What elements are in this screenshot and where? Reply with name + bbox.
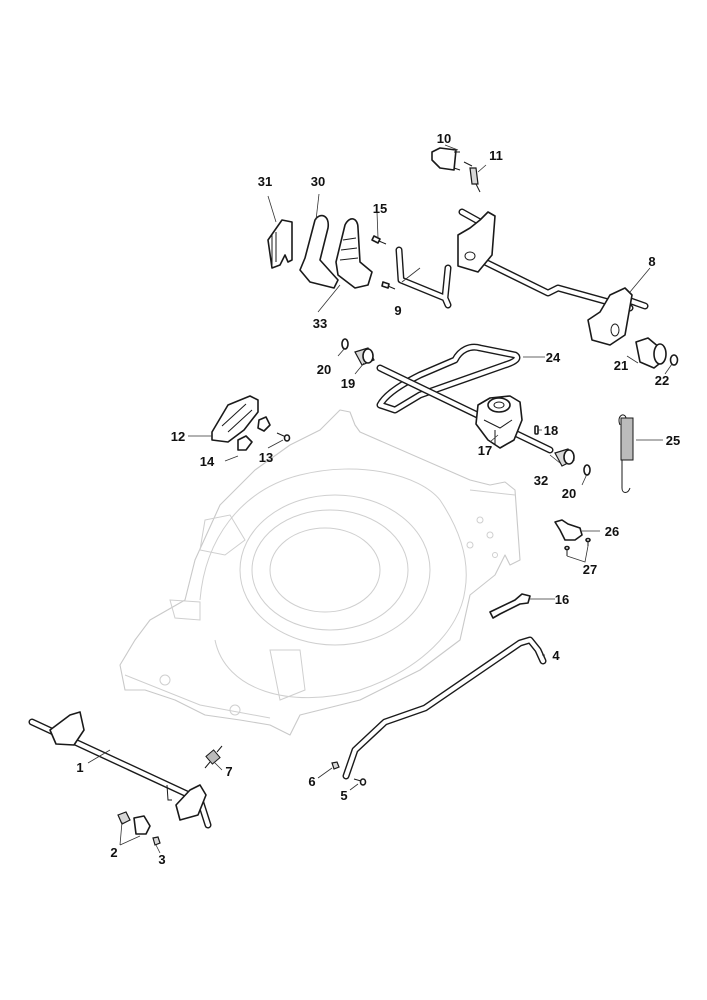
callout-19: 19 xyxy=(341,376,355,391)
callout-17: 17 xyxy=(478,443,492,458)
part-2-clips xyxy=(117,811,151,835)
part-3-screw xyxy=(152,836,161,846)
callout-18: 18 xyxy=(544,423,558,438)
callout-26: 26 xyxy=(605,524,619,539)
part-5-bolt xyxy=(353,778,367,786)
part-27-screws xyxy=(564,537,591,556)
part-8-rear-axle xyxy=(457,208,649,346)
part-19-gear xyxy=(354,347,375,366)
part-13-clip xyxy=(257,416,271,432)
part-22-washer xyxy=(669,354,679,366)
callout-3: 3 xyxy=(158,852,165,867)
part-15-screws xyxy=(371,235,396,290)
callout-22: 22 xyxy=(655,373,669,388)
part-18-pin xyxy=(534,425,539,435)
part-26-bracket xyxy=(554,519,583,541)
part-24-drive-cable xyxy=(376,343,554,454)
callout-4: 4 xyxy=(552,648,560,663)
leader-lines xyxy=(87,144,673,854)
part-21-hub xyxy=(635,337,667,369)
callout-33: 33 xyxy=(313,316,327,331)
callout-24: 24 xyxy=(546,350,561,365)
mower-deck xyxy=(119,409,521,736)
callout-16: 16 xyxy=(555,592,569,607)
callout-9: 9 xyxy=(394,303,401,318)
callout-5: 5 xyxy=(340,788,347,803)
part-31-bracket xyxy=(267,219,293,269)
part-6-nut xyxy=(331,761,340,770)
part-1-front-axle xyxy=(28,711,212,829)
part-25-spring xyxy=(618,414,634,493)
callout-12: 12 xyxy=(171,429,185,444)
part-10-clip xyxy=(431,147,461,171)
callout-labels: 1 2 3 4 5 6 7 8 9 10 11 12 13 14 15 16 1… xyxy=(76,131,680,867)
part-20-washer-left xyxy=(341,338,349,350)
callout-30: 30 xyxy=(311,174,325,189)
part-33-handle-cover xyxy=(335,218,373,289)
callout-21: 21 xyxy=(614,358,628,373)
callout-10: 10 xyxy=(437,131,451,146)
callout-20-right: 20 xyxy=(562,486,576,501)
part-13-screw xyxy=(276,432,291,442)
callout-32: 32 xyxy=(534,473,548,488)
part-7-spring xyxy=(204,745,223,769)
part-20-washer-right xyxy=(583,464,591,476)
part-17-gearbox xyxy=(475,395,523,449)
callout-13: 13 xyxy=(259,450,273,465)
callout-14: 14 xyxy=(200,454,215,469)
callout-6: 6 xyxy=(308,774,315,789)
callout-31: 31 xyxy=(258,174,272,189)
callout-2: 2 xyxy=(110,845,117,860)
callout-7: 7 xyxy=(225,764,232,779)
callout-25: 25 xyxy=(666,433,680,448)
part-9-rod xyxy=(395,246,452,309)
part-14-clip xyxy=(237,435,253,451)
part-16-clip xyxy=(489,593,531,619)
part-32-bearing xyxy=(554,448,575,467)
part-30-handle-cover xyxy=(299,214,339,289)
part-4-rod xyxy=(342,636,547,780)
callout-20-left: 20 xyxy=(317,362,331,377)
part-11-spring xyxy=(463,161,481,193)
callout-27: 27 xyxy=(583,562,597,577)
callout-11: 11 xyxy=(489,148,503,163)
callout-15: 15 xyxy=(373,201,387,216)
callout-1: 1 xyxy=(76,760,83,775)
part-12-cover xyxy=(211,395,259,443)
callout-8: 8 xyxy=(648,254,655,269)
